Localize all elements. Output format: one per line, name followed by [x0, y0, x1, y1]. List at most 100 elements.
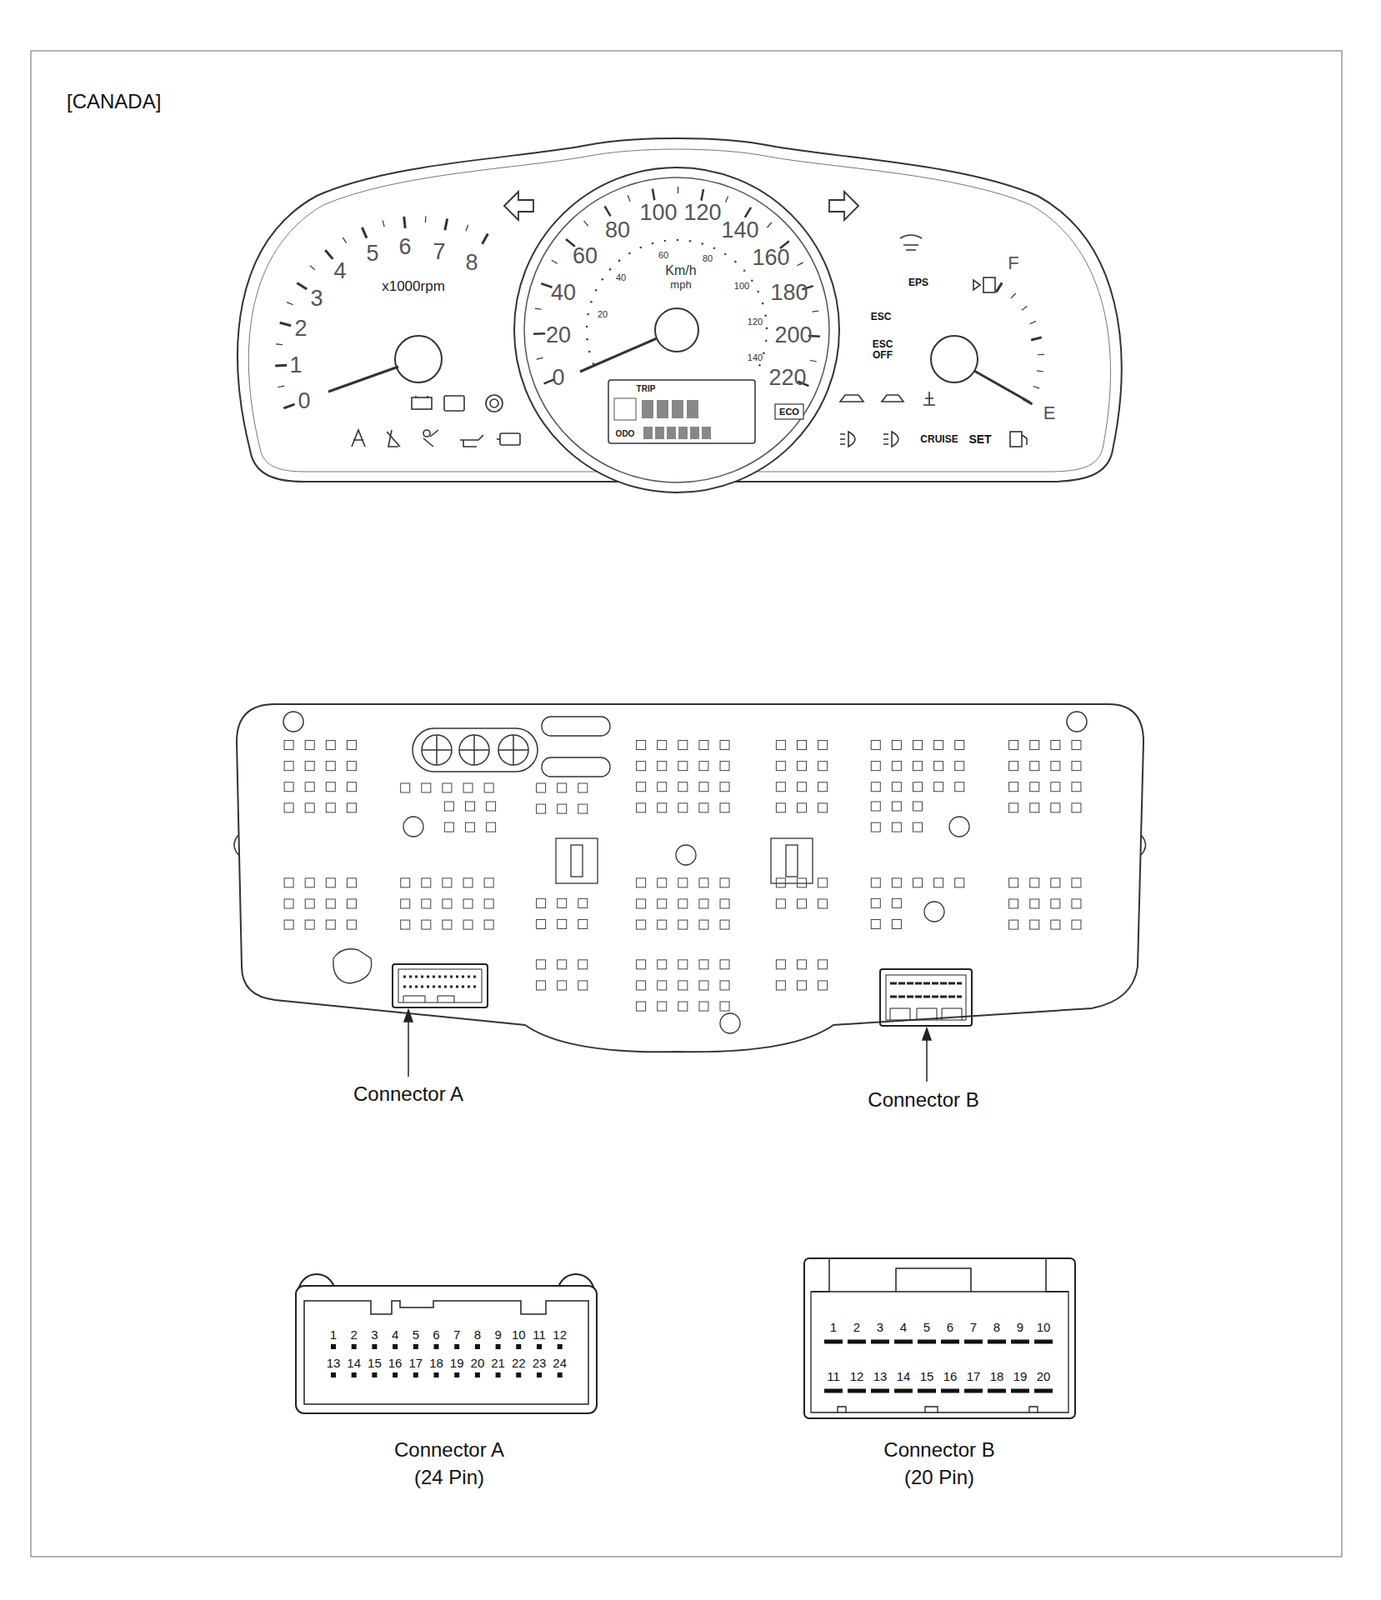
- led-window: [657, 878, 667, 888]
- pin-number: 2: [853, 1320, 861, 1334]
- led-window: [463, 899, 473, 909]
- tick-mark: [700, 189, 704, 201]
- gauge-label: mph: [670, 279, 691, 291]
- warning-icons: [351, 235, 1027, 447]
- mph-dot: [585, 338, 589, 341]
- led-window: [699, 782, 709, 792]
- pin-terminal: [330, 1344, 336, 1350]
- tick-mark: [1030, 337, 1042, 341]
- led-window: [284, 899, 294, 909]
- mph-dot: [586, 313, 590, 316]
- led-window: [891, 898, 901, 908]
- gauge-label: 100: [639, 201, 677, 225]
- eco-box: [775, 404, 804, 420]
- gauge-label: 8: [465, 251, 478, 275]
- pin-number: 11: [532, 1328, 546, 1341]
- led-window: [578, 898, 588, 908]
- led-window: [484, 783, 494, 793]
- screw-hole: [1066, 711, 1087, 732]
- mph-dot: [762, 352, 766, 356]
- connector-body: [804, 1258, 1076, 1419]
- connector-caption: Connector A (24 Pin): [386, 1436, 512, 1492]
- led-window: [1009, 803, 1019, 813]
- pin-terminal: [964, 1389, 983, 1394]
- led-window: [657, 782, 667, 792]
- led-window: [463, 920, 473, 930]
- led-window: [891, 919, 901, 929]
- mph-dot: [618, 260, 621, 263]
- led-window: [1050, 899, 1061, 909]
- led-window: [325, 761, 336, 771]
- led-window: [1009, 920, 1019, 930]
- led-window: [699, 980, 709, 991]
- fuel-gauge-hub: [930, 335, 978, 383]
- led-window: [775, 782, 786, 792]
- mph-dot: [585, 325, 589, 329]
- tick-mark: [627, 195, 631, 202]
- led-window: [305, 740, 315, 751]
- pin-number: 5: [412, 1328, 420, 1341]
- led-window: [797, 980, 807, 991]
- led-window: [1071, 803, 1081, 813]
- led-window: [486, 822, 496, 832]
- led-window: [699, 740, 709, 751]
- led-window: [870, 740, 881, 751]
- led-window: [699, 920, 709, 930]
- tick-mark: [677, 186, 679, 194]
- pin-number: 7: [453, 1328, 461, 1341]
- pin-terminal: [536, 1344, 542, 1350]
- led-window: [870, 782, 881, 792]
- led-window: [325, 803, 336, 813]
- pin-terminal: [917, 1340, 936, 1345]
- gauge-label: 200: [774, 324, 812, 347]
- tick-mark: [766, 222, 771, 228]
- pin-terminal: [434, 1372, 440, 1378]
- led-window: [325, 899, 336, 909]
- mph-dot: [676, 239, 680, 242]
- gauge-label: CRUISE: [920, 434, 958, 445]
- pin-terminal: [434, 1344, 440, 1350]
- connector-face: [810, 1291, 1069, 1413]
- mph-dot: [595, 289, 598, 292]
- led-window: [699, 1001, 709, 1011]
- tick-mark: [286, 302, 293, 306]
- led-window: [1009, 761, 1019, 771]
- tachometer-needle: [328, 366, 399, 392]
- gauge-label: ODO: [615, 430, 636, 439]
- led-window: [1009, 878, 1019, 888]
- led-window: [557, 960, 567, 970]
- connector-key: [304, 1300, 589, 1405]
- pin-number: 17: [966, 1370, 981, 1383]
- led-window: [557, 898, 567, 908]
- pin-number: 19: [450, 1356, 465, 1370]
- pin-terminal: [1010, 1389, 1030, 1394]
- mph-dot: [734, 260, 737, 264]
- tick-mark: [277, 385, 285, 388]
- led-window: [465, 822, 475, 832]
- led-window: [678, 761, 688, 771]
- part-label: Connector B: [867, 1090, 979, 1111]
- led-window: [720, 803, 730, 813]
- led-window: [636, 1001, 646, 1011]
- led-window: [818, 782, 828, 792]
- led-window: [720, 960, 730, 970]
- gauge-label: 20: [597, 310, 608, 320]
- led-window: [442, 783, 452, 793]
- led-window: [636, 782, 646, 792]
- pin-number: 17: [408, 1356, 423, 1370]
- pin-number: 5: [923, 1320, 931, 1334]
- led-window: [657, 920, 667, 930]
- frame: [30, 50, 1342, 1557]
- led-window: [346, 761, 356, 771]
- led-window: [463, 783, 473, 793]
- led-window: [891, 878, 901, 888]
- led-window: [657, 980, 667, 991]
- tick-mark: [275, 364, 287, 368]
- led-window: [720, 761, 730, 771]
- led-window: [636, 740, 646, 751]
- led-window: [557, 980, 567, 991]
- led-window: [775, 761, 786, 771]
- led-window: [955, 740, 965, 751]
- tick-mark: [1021, 306, 1027, 311]
- tick-mark: [812, 310, 820, 312]
